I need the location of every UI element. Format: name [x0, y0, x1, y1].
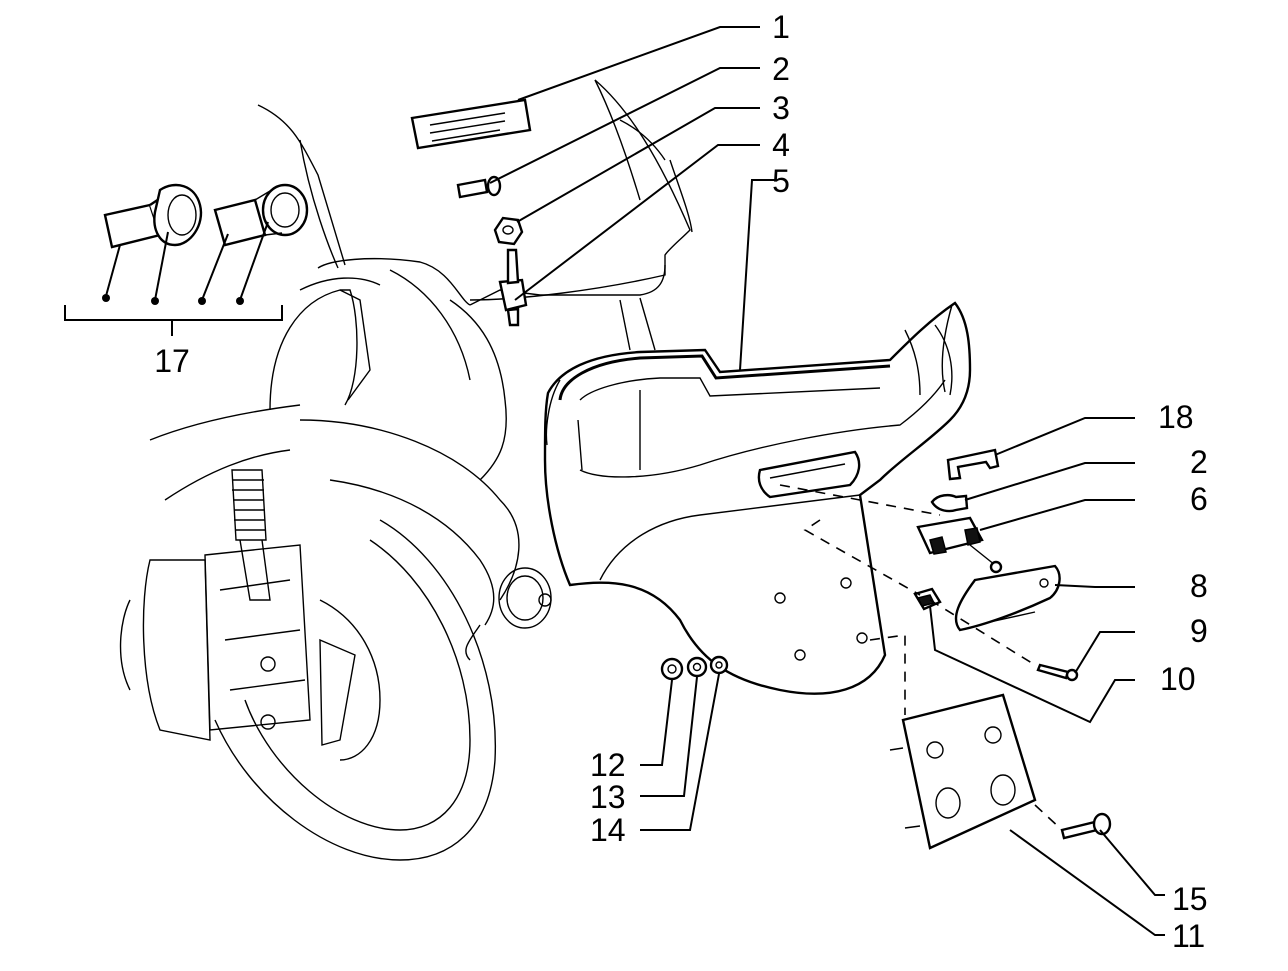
callout-8: 8 [1190, 568, 1208, 604]
stop-switch [498, 248, 528, 327]
lamp-lens [954, 564, 1061, 632]
clip-nut [913, 587, 942, 611]
clip [946, 448, 1000, 481]
seat-cowl [469, 79, 693, 301]
callout-11: 11 [1172, 918, 1205, 954]
callout-5: 5 [772, 163, 790, 199]
callout-18: 18 [1158, 399, 1194, 435]
scooter-body-outline [119, 104, 666, 861]
callout-2b: 2 [1190, 444, 1208, 480]
callout-labels: 1 2 3 4 5 18 2 6 8 9 10 12 13 14 15 11 1… [154, 9, 1208, 954]
bulb [930, 493, 969, 513]
callout-10: 10 [1160, 661, 1196, 697]
nut [493, 216, 524, 246]
lock-set [64, 183, 309, 336]
assembly-lines [779, 484, 1063, 831]
rear-fairing [543, 301, 972, 695]
callout-12: 12 [590, 747, 626, 783]
screw-top [456, 175, 502, 199]
callout-15: 15 [1172, 881, 1208, 917]
callout-13: 13 [590, 779, 626, 815]
callout-1: 1 [772, 9, 790, 45]
reflector [410, 98, 532, 150]
callout-14: 14 [590, 812, 626, 848]
callout-4: 4 [772, 127, 790, 163]
screw-15 [1060, 812, 1112, 840]
callout-3: 3 [772, 90, 790, 126]
plate-holder [889, 693, 1037, 850]
callout-2: 2 [772, 51, 790, 87]
callout-17: 17 [154, 343, 190, 379]
washers [660, 655, 729, 681]
lamp-holder [916, 516, 1003, 574]
callout-9: 9 [1190, 613, 1208, 649]
callout-6: 6 [1190, 481, 1208, 517]
leader-lines [489, 26, 1165, 936]
screw-9 [1036, 663, 1079, 682]
